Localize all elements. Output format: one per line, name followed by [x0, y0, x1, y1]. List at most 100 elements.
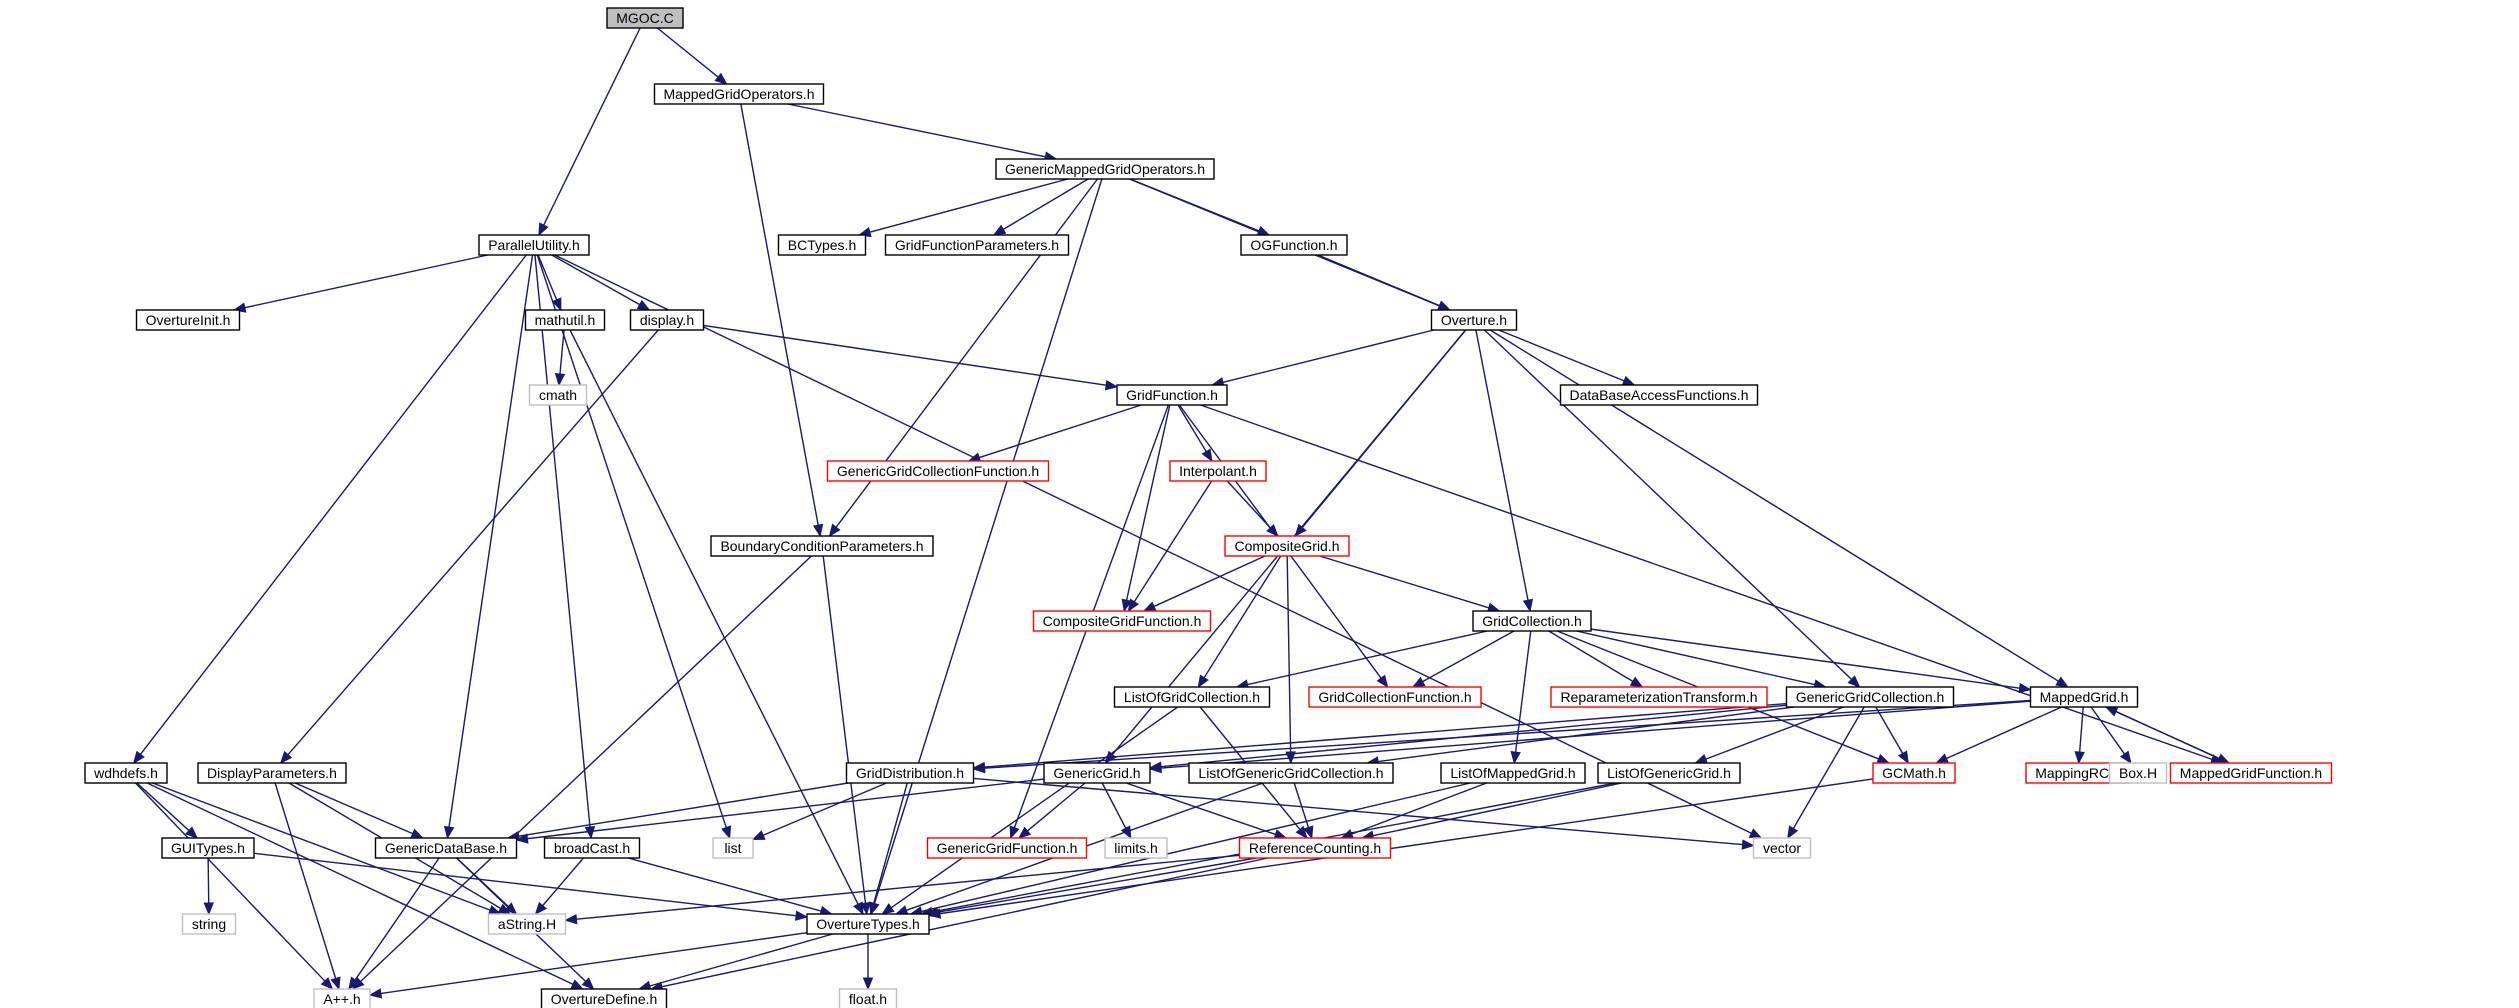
edge-griddist-to-gdb — [518, 782, 849, 837]
edge-loggc-to-refcount — [1293, 782, 1310, 828]
node-box — [1752, 837, 1812, 859]
node-mgfunc[interactable]: MappedGridFunction.h — [2169, 762, 2333, 784]
node-broadcast[interactable]: broadCast.h — [543, 837, 641, 859]
edge-wdhdefs-to-ovdefine — [146, 782, 574, 985]
edge-arrowhead — [1522, 598, 1534, 613]
node-gengrid[interactable]: GenericGrid.h — [1043, 762, 1151, 784]
node-gcfunc[interactable]: GridCollectionFunction.h — [1308, 686, 1482, 708]
edge-mgrid-to-griddist — [984, 699, 2031, 769]
node-box — [2169, 762, 2333, 784]
edge-bcparams-to-app — [360, 555, 812, 982]
node-gdb[interactable]: GenericDataBase.h — [374, 837, 518, 859]
edge-arrowhead — [862, 977, 874, 991]
edge-arrowhead — [894, 905, 909, 916]
node-display[interactable]: display.h — [629, 309, 705, 331]
edge-gridcoll-to-reparam — [1548, 630, 1634, 682]
edge-arrowhead — [1142, 601, 1157, 612]
node-mappingrc[interactable]: MappingRC.h — [2025, 762, 2131, 784]
node-griddist[interactable]: GridDistribution.h — [845, 762, 975, 784]
edge-arrowhead — [972, 762, 986, 774]
node-box — [181, 913, 237, 935]
node-cgfunc[interactable]: CompositeGridFunction.h — [1032, 610, 1212, 632]
node-logc[interactable]: ListOfGridCollection.h — [1113, 686, 1271, 708]
node-label: vector — [1763, 840, 1801, 856]
edge-arrowhead — [348, 976, 360, 991]
node-loggc[interactable]: ListOfGenericGridCollection.h — [1188, 762, 1394, 784]
node-reparam[interactable]: ReparameterizationTransform.h — [1550, 686, 1768, 708]
edge-arrowhead — [1197, 674, 1209, 689]
node-box — [528, 384, 588, 406]
edge-dispparams-to-app — [274, 782, 337, 979]
node-label: MappedGridOperators.h — [664, 86, 815, 102]
edge-gengrid-to-limits — [1101, 782, 1127, 829]
edge-arrowhead — [751, 830, 766, 841]
node-label: Box.H — [2119, 765, 2157, 781]
node-dispparams[interactable]: DisplayParameters.h — [197, 762, 347, 784]
node-ovtypes[interactable]: OvertureTypes.h — [806, 913, 930, 935]
node-ggc[interactable]: GenericGridCollection.h — [1785, 686, 1955, 708]
edge-arrowhead — [1294, 523, 1307, 538]
edge-parutil-to-vector — [554, 254, 1752, 834]
node-logg[interactable]: ListOfGenericGrid.h — [1597, 762, 1741, 784]
node-box — [606, 7, 684, 29]
node-gmgops[interactable]: GenericMappedGridOperators.h — [995, 158, 1215, 180]
node-box — [1116, 384, 1228, 406]
node-compgrid[interactable]: CompositeGrid.h — [1224, 535, 1350, 557]
edge-gdb-to-app — [354, 857, 440, 981]
node-label: CompositeGridFunction.h — [1043, 613, 1202, 629]
edge-broadcast-to-astring — [542, 857, 584, 907]
node-box — [1104, 837, 1168, 859]
node-refcount[interactable]: ReferenceCounting.h — [1238, 837, 1392, 859]
node-ovinit[interactable]: OvertureInit.h — [135, 309, 241, 331]
node-label: MGOC.C — [616, 10, 674, 26]
edge-gengrid-to-ggfunc — [1027, 782, 1086, 832]
edge-mgrid-to-gcmath — [1946, 706, 2062, 760]
node-gridcoll[interactable]: GridCollection.h — [1472, 610, 1592, 632]
edge-ovtypes-to-ovdefine — [649, 933, 833, 987]
node-box — [1472, 610, 1592, 632]
edge-arrowhead — [1621, 375, 1636, 386]
node-ovdefine[interactable]: OvertureDefine.h — [540, 988, 668, 1008]
node-mgrid[interactable]: MappedGrid.h — [2029, 686, 2139, 708]
edge-arrowhead — [828, 523, 841, 538]
edge-arrowhead — [1017, 826, 1032, 839]
edge-arrowhead — [2018, 682, 2032, 694]
node-ggfunc[interactable]: GenericGridFunction.h — [926, 837, 1088, 859]
node-gridfunc[interactable]: GridFunction.h — [1116, 384, 1228, 406]
edge-parutil-to-list — [536, 254, 727, 828]
node-box — [1559, 384, 1759, 406]
node-mathutil[interactable]: mathutil.h — [524, 309, 606, 331]
node-mgops[interactable]: MappedGridOperators.h — [653, 83, 825, 105]
node-dbaccess[interactable]: DataBaseAccessFunctions.h — [1559, 384, 1759, 406]
node-interp[interactable]: Interpolant.h — [1169, 460, 1267, 482]
edge-ogfunc-to-overture — [1317, 254, 1441, 307]
node-box — [197, 762, 347, 784]
node-box — [629, 309, 705, 331]
node-wdhdefs[interactable]: wdhdefs.h — [84, 762, 168, 784]
edge-mgoc-to-parutil — [543, 27, 641, 226]
node-bcparams[interactable]: BoundaryConditionParameters.h — [710, 535, 934, 557]
node-lomg[interactable]: ListOfMappedGrid.h — [1440, 762, 1586, 784]
edge-arrowhead — [2055, 676, 2069, 688]
node-label: BCTypes.h — [788, 237, 856, 253]
edge-gmgops-to-gfparams — [1002, 178, 1089, 230]
node-ogfunc[interactable]: OGFunction.h — [1240, 234, 1348, 256]
node-guitypes[interactable]: GUITypes.h — [161, 837, 255, 859]
node-gfparams[interactable]: GridFunctionParameters.h — [884, 234, 1070, 256]
node-bctypes[interactable]: BCTypes.h — [777, 234, 867, 256]
node-floath: float.h — [838, 988, 898, 1008]
node-box — [845, 762, 975, 784]
node-overture[interactable]: Overture.h — [1430, 309, 1518, 331]
node-label: mathutil.h — [535, 312, 596, 328]
edge-mgrid-to-gengrid — [1160, 700, 2031, 769]
edge-parutil-to-broadcast — [534, 254, 591, 828]
node-box — [1113, 686, 1271, 708]
edge-arrowhead — [1376, 674, 1389, 689]
edge-arrowhead — [1847, 675, 1861, 688]
node-parutil[interactable]: ParallelUtility.h — [478, 234, 590, 256]
node-gcmath[interactable]: GCMath.h — [1872, 762, 1956, 784]
node-ggcfunc[interactable]: GenericGridCollectionFunction.h — [826, 460, 1050, 482]
edge-arrowhead — [185, 826, 199, 839]
edge-mgrid-to-boxh — [2090, 706, 2126, 755]
edge-arrowhead — [812, 523, 824, 538]
